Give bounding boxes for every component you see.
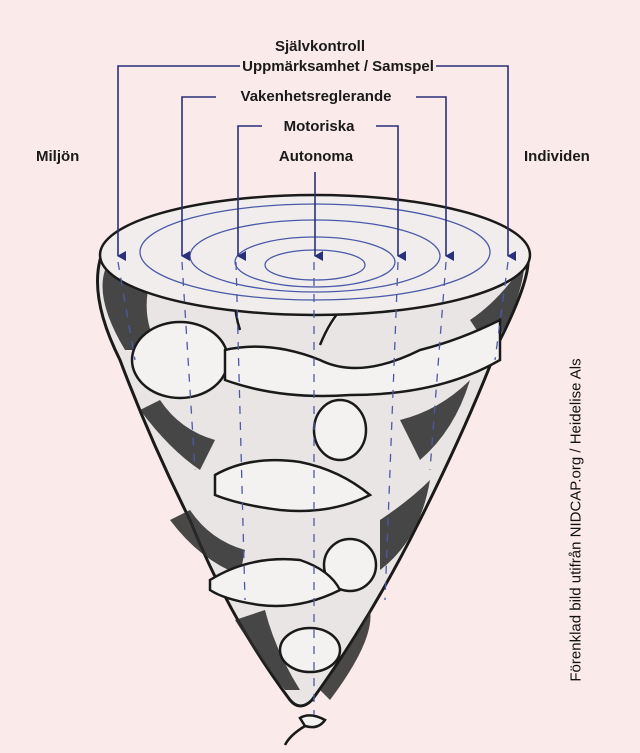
- level-attention-interaction-label: Uppmärksamhet / Samspel: [242, 58, 434, 75]
- individual-label: Individen: [524, 148, 590, 165]
- level-self-regulation-label: Självkontroll: [275, 38, 365, 55]
- level-motor-label: Motoriska: [284, 118, 355, 135]
- image-credit: Förenklad bild utifrån NIDCAP.org / Heid…: [568, 358, 585, 681]
- environment-label: Miljön: [36, 148, 79, 165]
- level-state-regulation-label: Vakenhetsreglerande: [241, 88, 392, 105]
- level-autonomic-label: Autonoma: [279, 148, 353, 165]
